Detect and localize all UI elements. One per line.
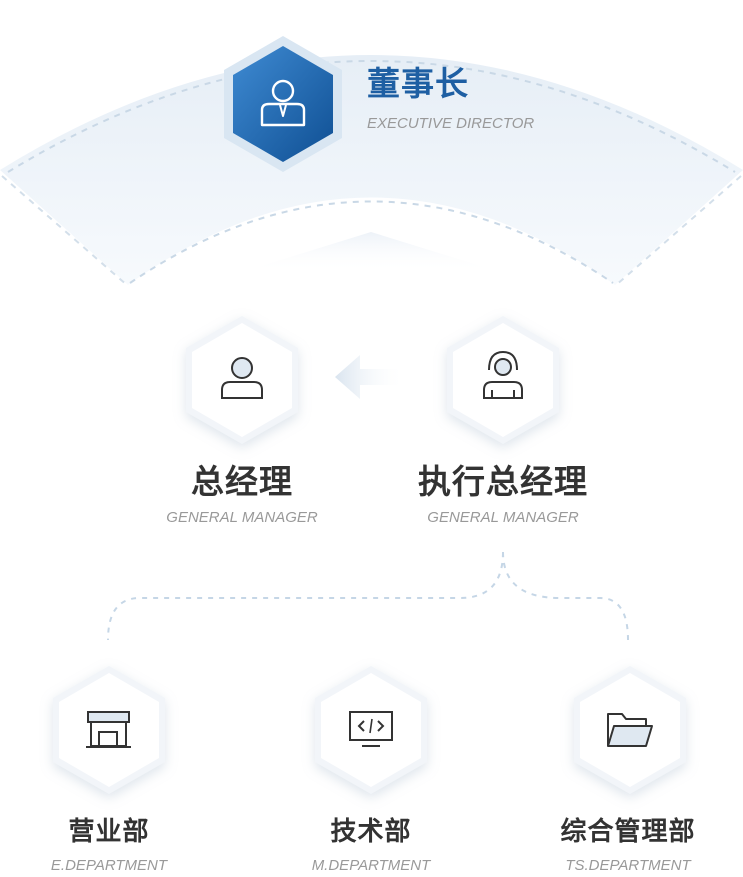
storefront-icon bbox=[86, 711, 131, 748]
manager-general-title: 总经理 bbox=[191, 462, 293, 501]
department-admin-title: 综合管理部 bbox=[560, 817, 696, 847]
director-band-left-edge bbox=[1, 175, 129, 287]
band-pointer bbox=[242, 232, 500, 272]
director-band-inner-dash bbox=[129, 200, 614, 284]
person-icon bbox=[221, 357, 263, 399]
businessman-icon bbox=[260, 79, 306, 127]
department-tech-subtitle: M.DEPARTMENT bbox=[311, 857, 431, 874]
department-connector bbox=[107, 551, 629, 641]
manager-hexagon-executive bbox=[447, 316, 559, 444]
manager-hexagon-general bbox=[186, 316, 298, 444]
manager-general-label: 总经理 GENERAL MANAGER bbox=[122, 462, 362, 528]
department-sales-label: 营业部 E.DEPARTMENT bbox=[0, 816, 229, 876]
director-label: 董事长 EXECUTIVE DIRECTOR bbox=[367, 64, 534, 134]
manager-general-subtitle: GENERAL MANAGER bbox=[166, 509, 318, 526]
manager-executive-title: 执行总经理 bbox=[418, 462, 588, 501]
manager-arrow bbox=[335, 355, 405, 399]
department-sales-subtitle: E.DEPARTMENT bbox=[50, 857, 168, 874]
department-sales-title: 营业部 bbox=[68, 817, 150, 847]
headset-person-icon bbox=[483, 350, 523, 399]
department-hexagon-sales bbox=[53, 666, 165, 794]
director-subtitle: EXECUTIVE DIRECTOR bbox=[367, 115, 535, 132]
director-title: 董事长 bbox=[367, 64, 469, 103]
director-band-outer-dash bbox=[7, 60, 736, 173]
code-monitor-icon bbox=[349, 711, 393, 747]
department-tech-title: 技术部 bbox=[330, 817, 412, 847]
department-admin-subtitle: TS.DEPARTMENT bbox=[565, 857, 691, 874]
department-tech-label: 技术部 M.DEPARTMENT bbox=[251, 816, 491, 876]
director-band-right-edge bbox=[614, 175, 742, 287]
director-band bbox=[0, 55, 743, 285]
manager-executive-label: 执行总经理 GENERAL MANAGER bbox=[383, 462, 623, 528]
folder-icon bbox=[607, 713, 653, 747]
director-hexagon bbox=[224, 36, 342, 172]
department-admin-label: 综合管理部 TS.DEPARTMENT bbox=[508, 816, 743, 876]
manager-executive-subtitle: GENERAL MANAGER bbox=[427, 509, 579, 526]
